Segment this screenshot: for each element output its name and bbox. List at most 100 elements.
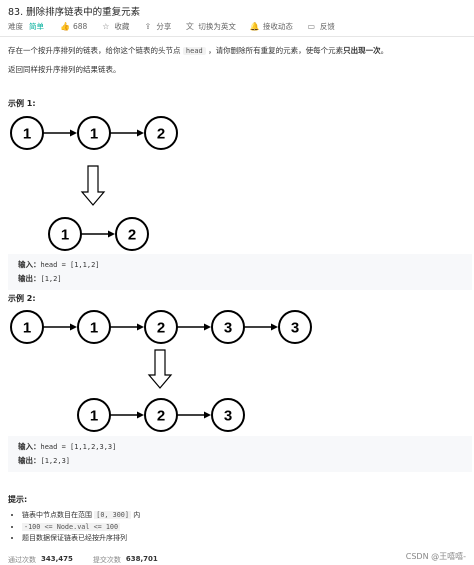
watermark: CSDN @王嘻嘻- xyxy=(405,552,466,561)
feedback-button[interactable]: ▭ 反馈 xyxy=(307,21,335,32)
desc-text: 。 xyxy=(380,46,389,55)
list-node: 2 xyxy=(144,116,178,150)
desc-bold: 只出现一次 xyxy=(343,46,381,55)
difficulty-badge: 简单 xyxy=(29,21,44,31)
node-circle xyxy=(211,398,245,432)
node-circle xyxy=(144,398,178,432)
arrow-head xyxy=(204,323,211,331)
example-2-title: 示例 2: xyxy=(8,294,36,303)
switch-language-label: 切换为英文 xyxy=(198,21,236,31)
transform-arrow-icon xyxy=(147,349,173,389)
hint-text: 题目数据保证链表已经按升序排列 xyxy=(22,534,127,542)
list-node: 2 xyxy=(144,398,178,432)
hint-item: 链表中节点数目在范围 [0, 300] 内 xyxy=(22,510,140,522)
node-value: 1 xyxy=(23,126,31,143)
example-2-input-list: 1 1 2 3 3 xyxy=(10,310,312,344)
list-node: 1 xyxy=(10,116,44,150)
desc-text: ，请你删除所有重复的元素，使每个元素 xyxy=(208,46,344,55)
share-icon: ⇪ xyxy=(144,21,152,31)
output-label: 输出： xyxy=(18,274,41,283)
node-value: 2 xyxy=(157,320,165,337)
translate-icon: 文 xyxy=(185,21,194,31)
list-node: 3 xyxy=(211,310,245,344)
list-node: 1 xyxy=(77,116,111,150)
output-value: [1,2] xyxy=(40,275,62,283)
node-circle xyxy=(77,398,111,432)
list-node: 1 xyxy=(77,398,111,432)
desc-code-head: head xyxy=(182,47,206,55)
example-1-title: 示例 1: xyxy=(8,99,36,108)
bell-icon: 🔔 xyxy=(249,21,260,31)
accepted-count: 343,475 xyxy=(41,555,73,563)
feedback-label: 反馈 xyxy=(319,21,335,31)
list-node: 2 xyxy=(115,217,149,251)
arrow-head xyxy=(70,323,77,331)
submitted-label: 提交次数 xyxy=(92,556,121,564)
list-node: 1 xyxy=(10,310,44,344)
hint-code: [0, 300] xyxy=(94,511,131,519)
arrow-head xyxy=(137,323,144,331)
node-value: 1 xyxy=(61,227,69,244)
star-icon: ☆ xyxy=(102,21,110,31)
node-circle xyxy=(77,310,111,344)
notify-label: 接收动态 xyxy=(262,21,293,31)
hints-list: 链表中节点数目在范围 [0, 300] 内 -100 <= Node.val <… xyxy=(22,510,140,545)
example-2-output-list: 1 2 3 xyxy=(77,398,245,432)
node-value: 2 xyxy=(157,408,165,425)
submission-stats: 通过次数 343,475 提交次数 638,701 xyxy=(8,555,178,565)
example-1-io-box: 输入：head = [1,1,2] 输出：[1,2] xyxy=(8,254,472,290)
output-label: 输出： xyxy=(18,456,41,465)
feedback-icon: ▭ xyxy=(307,21,316,31)
node-value: 3 xyxy=(224,408,232,425)
example-2-io-box: 输入：head = [1,1,2,3,3] 输出：[1,2,3] xyxy=(8,436,472,472)
favorite-label: 收藏 xyxy=(114,21,130,31)
node-circle xyxy=(115,217,149,251)
node-circle xyxy=(278,310,312,344)
favorite-button[interactable]: ☆ 收藏 xyxy=(101,21,129,32)
hint-text: 链表中节点数目在范围 xyxy=(22,511,92,519)
example-1-input-list: 1 1 2 xyxy=(10,116,178,150)
like-button[interactable]: 👍 688 xyxy=(60,22,87,31)
problem-title: 83. 删除排序链表中的重复元素 xyxy=(8,7,141,18)
description-paragraph-1: 存在一个按升序排列的链表，给你这个链表的头节点 head ，请你删除所有重复的元… xyxy=(8,45,388,56)
node-circle xyxy=(10,310,44,344)
output-value: [1,2,3] xyxy=(40,457,71,465)
list-node: 3 xyxy=(211,398,245,432)
hints-title: 提示: xyxy=(8,495,28,504)
hint-text: 内 xyxy=(133,511,141,519)
like-count: 688 xyxy=(73,21,88,31)
desc-text: 存在一个按升序排列的链表，给你这个链表的头节点 xyxy=(8,46,181,55)
problem-meta-bar: 难度 简单 👍 688 ☆ 收藏 ⇪ 分享 文 切换为英文 🔔 接收动态 ▭ 反… xyxy=(8,20,349,32)
node-value: 1 xyxy=(23,320,31,337)
list-node: 3 xyxy=(278,310,312,344)
submitted-count: 638,701 xyxy=(125,555,158,563)
difficulty-label: 难度 xyxy=(8,21,23,31)
node-circle xyxy=(144,116,178,150)
node-value: 1 xyxy=(90,320,98,337)
node-circle xyxy=(211,310,245,344)
input-label: 输入： xyxy=(18,260,41,269)
node-value: 3 xyxy=(291,320,299,337)
list-node: 1 xyxy=(77,310,111,344)
node-circle xyxy=(144,310,178,344)
divider xyxy=(0,36,474,37)
share-button[interactable]: ⇪ 分享 xyxy=(143,21,171,32)
node-circle xyxy=(77,116,111,150)
input-value: head = [1,1,2] xyxy=(40,261,100,269)
switch-language-button[interactable]: 文 切换为英文 xyxy=(185,21,236,32)
arrow-head xyxy=(137,129,144,137)
transform-arrow-icon xyxy=(80,165,106,206)
thumb-up-icon: 👍 xyxy=(60,21,70,31)
node-value: 2 xyxy=(128,227,136,244)
share-label: 分享 xyxy=(156,21,172,31)
input-label: 输入： xyxy=(18,442,41,451)
input-value: head = [1,1,2,3,3] xyxy=(40,443,117,451)
accepted-label: 通过次数 xyxy=(8,556,36,564)
example-2-diagram: 1 1 2 3 3 1 2 3 xyxy=(10,310,312,432)
arrow-head xyxy=(271,323,278,331)
notify-button[interactable]: 🔔 接收动态 xyxy=(250,21,293,32)
list-node: 2 xyxy=(144,310,178,344)
node-value: 2 xyxy=(157,126,165,143)
